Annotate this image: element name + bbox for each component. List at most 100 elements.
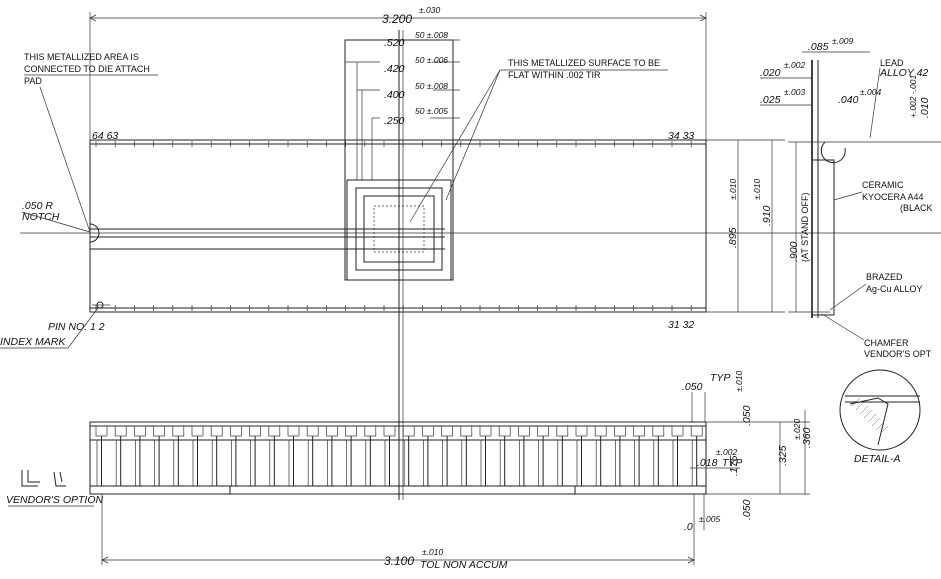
lead-top [460, 425, 473, 437]
dim-250: .250 [384, 115, 405, 127]
dim-900: .900 [788, 241, 800, 262]
note-brazed-2: Ag-Cu ALLOY [866, 284, 923, 294]
lead-top [383, 425, 396, 437]
dim-895-tol: ±.010 [728, 179, 738, 200]
dim-020: .020 [760, 67, 781, 79]
lead-top [134, 425, 146, 437]
dim-040-tol: ±.004 [860, 87, 881, 97]
note-lead-2: ALLOY 42 [879, 67, 928, 79]
dim-910-tol: ±.010 [752, 179, 762, 200]
note-flat-1: THIS METALLIZED SURFACE TO BE [508, 58, 660, 68]
lead-top [153, 425, 165, 437]
note-metallized-3: PAD [24, 76, 42, 86]
note-brazed-1: BRAZED [866, 272, 903, 282]
lead-top [326, 425, 338, 437]
dim-085-tol: ±.009 [832, 36, 853, 46]
dim-small: .0 [684, 521, 693, 533]
lead-top [95, 425, 108, 437]
lead-top [287, 425, 300, 437]
lead-top [614, 425, 626, 437]
note-ceramic-2: KYOCERA A44 [862, 192, 924, 202]
note-chamfer-2: VENDOR'S OPT [864, 349, 932, 359]
lead-top [345, 425, 357, 437]
hatch-line [855, 401, 865, 411]
front-view-leads [95, 425, 703, 486]
note-flat-2: FLAT WITHIN .002 TIR [508, 70, 601, 80]
overall-length-tol: ±.030 [419, 5, 440, 15]
note-ceramic-1: CERAMIC [862, 180, 904, 190]
dim-018: .018 [697, 457, 718, 469]
tol-400: 50 ±.008 [415, 81, 448, 91]
lead-top [594, 425, 607, 437]
note-metallized-1: THIS METALLIZED AREA IS [24, 52, 139, 62]
side-view: .900 (AT STAND OFF) .085 ±.009 .020 ±.00… [760, 36, 941, 359]
vendor-option-symbol-1 [21, 470, 40, 487]
lead-top [690, 425, 703, 437]
dim-360: .360 [801, 427, 813, 448]
lead-top [537, 425, 549, 437]
dim-025: .025 [760, 94, 781, 106]
hatch-line [851, 397, 861, 407]
lead-top [210, 425, 223, 437]
lead-top [268, 425, 281, 437]
detail-a-callout [820, 141, 846, 164]
detail-a-label: DETAIL-A [854, 453, 900, 465]
hatch-line [863, 409, 873, 419]
dim-420: .420 [384, 63, 405, 75]
lead-top [518, 425, 530, 437]
dim-910: .910 [761, 205, 773, 226]
dim-040: .040 [838, 94, 859, 106]
bottom-length-tol: ±.010 [422, 547, 443, 557]
dim-010-lead: .010 [919, 97, 931, 118]
front-view: .325 .360 ±.020 .050 .050 .175 .050 ±.01… [6, 371, 813, 571]
pin-no-label: PIN NO. 1 2 [48, 321, 105, 333]
bottom-pin-ticks [95, 305, 692, 311]
lead-top [172, 425, 185, 437]
tol-250: 50 ±.005 [415, 106, 448, 116]
notch-arc [89, 223, 100, 243]
hatch-line [859, 405, 869, 415]
pin-label-top-right: 34 33 [668, 130, 694, 142]
lead-top [114, 425, 127, 437]
dim-895: .895 [727, 227, 739, 248]
vendor-option-symbol-2 [53, 471, 66, 487]
tol-520: 50 ±.008 [415, 30, 448, 40]
note-lead-1: LEAD [880, 58, 904, 68]
note-notch-1: .050 R [22, 200, 53, 212]
note-chamfer-1: CHAMFER [864, 338, 909, 348]
hatch-line [867, 413, 877, 423]
index-mark-label: INDEX MARK [0, 336, 66, 348]
pin-label-top-left: 64 63 [92, 130, 118, 142]
note-metallized-2: CONNECTED TO DIE ATTACH [24, 64, 150, 74]
dim-005-tol: ±.005 [699, 514, 720, 524]
hatch-line [879, 425, 889, 435]
lead-top [402, 425, 415, 437]
dim-020-tol: ±.002 [784, 60, 805, 70]
detail-a: DETAIL-A [839, 369, 921, 465]
dim-360-tol: ±.020 [792, 419, 802, 440]
dim-050-pitch: .050 [682, 381, 703, 393]
dim-050-bottom: .050 [741, 499, 753, 520]
top-view: 3.200 ±.030 [0, 5, 941, 500]
dim-018-tol: ±.002 [716, 447, 737, 457]
lead-top [652, 425, 665, 437]
bottom-length-dim: 3.100 [384, 554, 414, 568]
lead-top [441, 425, 453, 437]
tol-non-accum-label: TOL NON ACCUM [420, 559, 508, 571]
lead-top [556, 425, 569, 437]
overall-length-dim: 3.200 [382, 12, 412, 26]
hatch-line [875, 421, 885, 431]
vendor-option-label: VENDOR'S OPTION [6, 494, 104, 506]
dim-050-pitch-tol: ±.010 [734, 371, 744, 392]
lead-top [364, 425, 377, 437]
dim-325: .325 [777, 445, 789, 466]
dim-175: .175 [728, 455, 740, 476]
lead-top [479, 425, 492, 437]
lead-top [498, 425, 511, 437]
dim-010-lead-tol: +.002 -.001 [908, 74, 918, 118]
dim-400: .400 [384, 89, 405, 101]
lead-top [249, 425, 261, 437]
note-ceramic-3: (BLACK [900, 203, 933, 213]
lead-top [191, 425, 204, 437]
